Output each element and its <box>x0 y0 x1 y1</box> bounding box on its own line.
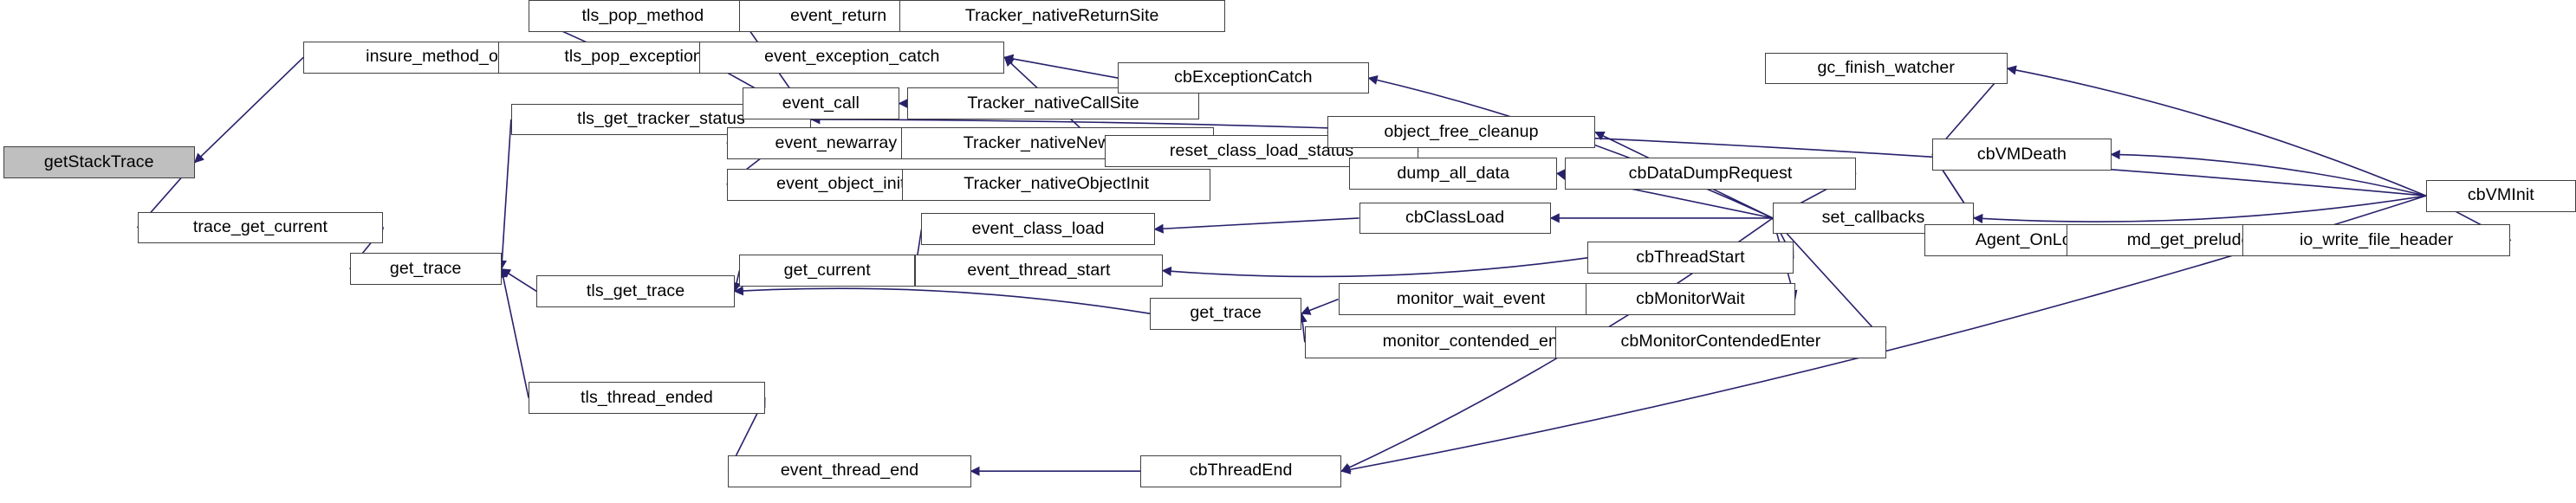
graph-node-cbDataDumpRequest[interactable]: cbDataDumpRequest <box>1565 158 1856 190</box>
graph-node-tls_get_trace[interactable]: tls_get_trace <box>536 275 735 307</box>
graph-node-tls_thread_ended[interactable]: tls_thread_ended <box>529 382 765 415</box>
graph-node-cbExceptionCatch[interactable]: cbExceptionCatch <box>1118 61 1369 94</box>
graph-node-label: event_thread_end <box>780 461 919 480</box>
graph-node-event_class_load[interactable]: event_class_load <box>921 213 1155 246</box>
graph-node-label: tls_get_trace <box>586 281 685 300</box>
graph-node-label: Agent_OnLoad <box>1975 229 2091 249</box>
graph-node-label: cbMonitorContendedEnter <box>1620 332 1821 351</box>
graph-node-get_current[interactable]: get_current <box>739 255 916 287</box>
graph-node-gc_finish_watcher[interactable]: gc_finish_watcher <box>1764 52 2008 85</box>
graph-node-label: dump_all_data <box>1397 163 1510 183</box>
graph-node-label: io_write_file_header <box>2299 229 2454 249</box>
graph-node-cbMonitorWait[interactable]: cbMonitorWait <box>1586 283 1795 316</box>
graph-node-label: monitor_wait_event <box>1396 288 1546 308</box>
graph-node-event_thread_start[interactable]: event_thread_start <box>915 255 1163 287</box>
graph-node-dump_all_data[interactable]: dump_all_data <box>1349 158 1558 190</box>
graph-node-io_write_file_header[interactable]: io_write_file_header <box>2242 224 2511 256</box>
graph-node-label: event_exception_catch <box>764 47 940 67</box>
graph-node-cbMonitorContendedEnter[interactable]: cbMonitorContendedEnter <box>1555 326 1886 358</box>
graph-node-Tracker_nativeObjectInit[interactable]: Tracker_nativeObjectInit <box>902 168 1211 201</box>
graph-node-event_call[interactable]: event_call <box>743 87 899 119</box>
graph-node-tls_pop_method[interactable]: tls_pop_method <box>529 0 757 32</box>
graph-node-label: cbExceptionCatch <box>1174 68 1313 87</box>
graph-node-get_trace_b[interactable]: get_trace <box>1150 297 1302 330</box>
graph-node-label: object_free_cleanup <box>1384 121 1539 141</box>
graph-node-label: cbClassLoad <box>1405 208 1505 228</box>
graph-node-label: event_newarray <box>775 132 898 152</box>
graph-node-label: cbThreadEnd <box>1189 461 1293 480</box>
graph-node-label: tls_get_tracker_status <box>577 109 745 129</box>
graph-node-object_free_cleanup[interactable]: object_free_cleanup <box>1327 116 1596 148</box>
graph-node-label: get_trace <box>1190 303 1262 323</box>
graph-node-label: trace_get_current <box>192 217 328 237</box>
graph-node-label: cbVMInit <box>2467 185 2534 205</box>
graph-node-monitor_wait_event[interactable]: monitor_wait_event <box>1338 283 1604 316</box>
graph-node-event_thread_end[interactable]: event_thread_end <box>728 455 971 487</box>
graph-node-label: cbThreadStart <box>1636 248 1745 268</box>
graph-node-label: event_class_load <box>971 218 1105 238</box>
graph-node-label: cbMonitorWait <box>1636 288 1745 308</box>
graph-node-label: event_thread_start <box>967 260 1111 280</box>
graph-node-label: Tracker_nativeCallSite <box>967 93 1139 113</box>
graph-node-cbVMDeath[interactable]: cbVMDeath <box>1932 138 2112 171</box>
graph-node-label: tls_thread_ended <box>581 387 713 407</box>
graph-node-event_exception_catch[interactable]: event_exception_catch <box>699 41 1005 74</box>
graph-node-cbThreadEnd[interactable]: cbThreadEnd <box>1140 455 1342 487</box>
graph-node-label: Tracker_nativeReturnSite <box>964 5 1159 25</box>
graph-node-label: event_object_init <box>776 174 905 194</box>
graph-node-label: event_return <box>790 5 887 25</box>
graph-node-getStackTrace[interactable]: getStackTrace <box>3 146 195 178</box>
graph-node-trace_get_current[interactable]: trace_get_current <box>137 211 384 244</box>
graph-node-label: Tracker_nativeNewArray <box>963 132 1152 152</box>
graph-node-label: get_current <box>783 260 871 280</box>
graph-node-cbClassLoad[interactable]: cbClassLoad <box>1359 202 1551 235</box>
graph-node-label: cbVMDeath <box>1976 144 2067 164</box>
graph-node-get_trace_a[interactable]: get_trace <box>349 253 502 286</box>
graph-node-label: reset_class_load_status <box>1169 140 1354 160</box>
graph-node-label: gc_finish_watcher <box>1817 58 1955 78</box>
graph-node-label: tls_pop_method <box>581 5 704 25</box>
graph-node-Tracker_nativeReturnSite[interactable]: Tracker_nativeReturnSite <box>899 0 1225 32</box>
graph-node-label: get_trace <box>389 258 462 278</box>
graph-node-cbThreadStart[interactable]: cbThreadStart <box>1587 242 1794 274</box>
graph-node-label: cbDataDumpRequest <box>1628 163 1793 183</box>
graph-node-label: set_callbacks <box>1821 208 1925 228</box>
graph-node-label: getStackTrace <box>43 152 154 171</box>
graph-node-label: Tracker_nativeObjectInit <box>964 174 1150 194</box>
graph-node-cbVMInit[interactable]: cbVMInit <box>2425 179 2576 212</box>
graph-node-label: event_call <box>782 93 860 113</box>
